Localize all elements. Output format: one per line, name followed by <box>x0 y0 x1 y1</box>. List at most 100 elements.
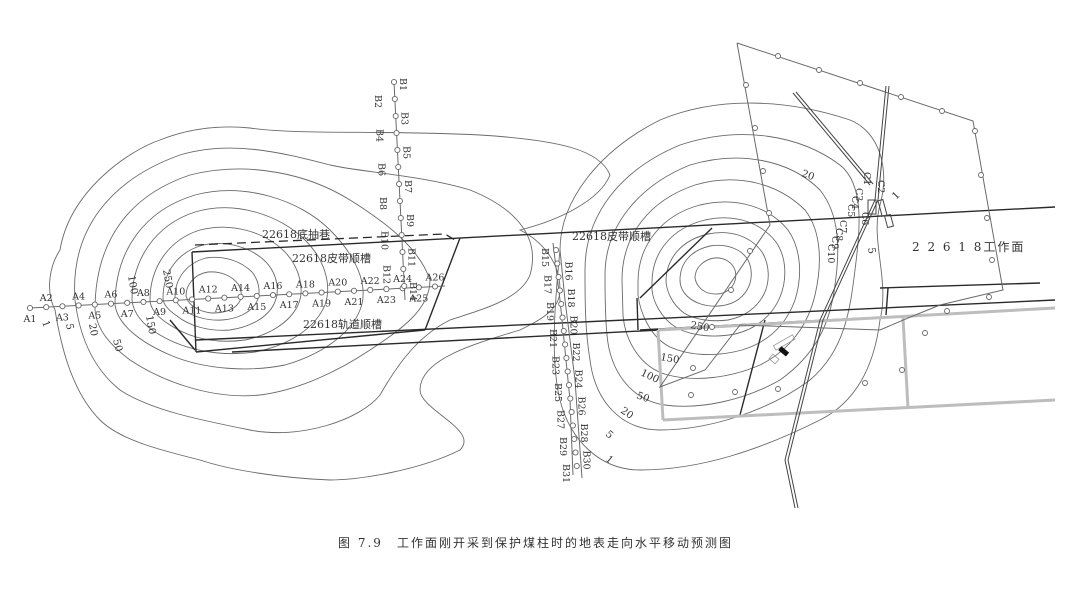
survey-point-label: B2 <box>372 95 383 108</box>
survey-point-label: B21 <box>547 329 558 348</box>
contour-label: 1 <box>39 319 52 329</box>
survey-point <box>560 327 567 335</box>
survey-point <box>286 291 293 298</box>
survey-point-label: B3 <box>399 112 410 125</box>
railway-diagonal-a <box>792 92 871 186</box>
survey-point <box>91 301 98 308</box>
survey-point <box>401 282 408 290</box>
survey-point-label: B25 <box>552 383 563 402</box>
diag-line-left <box>169 319 196 351</box>
contour-250-right <box>679 244 752 307</box>
survey-point-label: B1 <box>397 78 408 91</box>
survey-point <box>383 286 390 293</box>
survey-point <box>972 128 978 134</box>
survey-point-label: C8 <box>833 228 844 241</box>
bottom-drainage-label: 22618底抽巷 <box>262 227 330 241</box>
right-panel-roadways <box>636 227 1056 422</box>
survey-point <box>140 298 147 306</box>
survey-point <box>431 283 439 290</box>
survey-point-label: B31 <box>560 464 571 483</box>
survey-point <box>984 215 990 221</box>
contour-label: 150 <box>659 352 680 366</box>
right-survey-polygon <box>658 42 1004 398</box>
survey-point <box>269 292 277 299</box>
survey-point-label: B6 <box>375 163 386 176</box>
survey-point-label: A3 <box>55 312 69 323</box>
survey-point-label: A19 <box>311 299 331 310</box>
survey-point-label: B7 <box>402 180 413 193</box>
survey-point-label: B8 <box>377 197 388 210</box>
survey-line-b-lower-path <box>552 242 574 476</box>
survey-point <box>415 284 422 291</box>
c-station-box-3 <box>883 213 895 229</box>
survey-point <box>400 265 407 273</box>
figure-caption: 图 7.9 工作面刚开采到保护煤柱时的地表走向水平移动预测图 <box>338 536 733 550</box>
survey-point-label: A11 <box>182 305 202 316</box>
survey-point-label: A21 <box>344 297 364 308</box>
survey-point <box>552 246 560 254</box>
survey-point <box>732 389 738 395</box>
survey-point <box>572 449 579 456</box>
survey-point-label: C1 <box>861 172 872 185</box>
contour-label: 1 <box>603 454 615 467</box>
right-contour-set <box>553 102 885 471</box>
survey-point-label: B30 <box>581 451 592 470</box>
survey-point <box>944 308 950 314</box>
building-filled <box>778 346 790 357</box>
railways <box>784 85 890 509</box>
survey-point <box>760 168 766 174</box>
building-symbols <box>768 198 895 365</box>
survey-point <box>556 287 563 294</box>
survey-line-b-lower-path-2 <box>559 249 583 479</box>
belt-roadway-upper-line <box>191 206 1056 253</box>
belt-roadway-right-label: 22618皮带顺槽 <box>572 230 651 243</box>
contour-5-left <box>74 147 533 434</box>
survey-point <box>107 300 115 307</box>
survey-point <box>688 392 694 398</box>
survey-point <box>396 180 403 188</box>
survey-point-label: C7 <box>837 220 848 233</box>
survey-point <box>237 293 244 300</box>
survey-point-label: C6 <box>859 212 870 225</box>
contour-50-right <box>621 179 820 379</box>
survey-point <box>978 172 984 178</box>
survey-point <box>775 386 781 392</box>
survey-point <box>709 324 715 330</box>
survey-point-label: A9 <box>152 307 166 318</box>
survey-point-label: B22 <box>570 343 581 362</box>
survey-point-label: A23 <box>376 295 396 306</box>
survey-point <box>397 214 404 222</box>
survey-point <box>558 300 565 308</box>
survey-point-label: B14 <box>407 282 418 301</box>
survey-point-label: A25 <box>408 293 428 304</box>
survey-point <box>391 95 398 103</box>
survey-point <box>816 67 822 73</box>
survey-point <box>302 290 309 297</box>
survey-point-label: B9 <box>404 214 415 227</box>
panel-right-edge <box>424 237 461 331</box>
survey-point <box>922 330 928 336</box>
contour-label: 20 <box>86 323 99 337</box>
survey-point <box>555 273 562 281</box>
contour-label: 1 <box>890 190 902 202</box>
survey-point-label: A22 <box>360 276 380 287</box>
survey-point-label: B15 <box>539 248 550 267</box>
survey-point-label: B12 <box>380 265 391 284</box>
survey-point <box>690 365 696 371</box>
survey-point <box>43 304 50 311</box>
contour-label: 20 <box>800 168 816 183</box>
survey-point-label: A7 <box>120 309 134 320</box>
survey-point-label: B27 <box>555 410 566 429</box>
survey-point <box>569 422 576 429</box>
survey-point-label: B26 <box>575 397 586 416</box>
track-roadway-label: 22618轨道顺槽 <box>303 317 382 331</box>
contour-label: 5 <box>603 429 615 442</box>
survey-point-label: A5 <box>87 311 101 322</box>
contour-150-left <box>149 226 302 342</box>
survey-point <box>766 210 772 216</box>
contour-label: 250 <box>689 320 710 334</box>
right-panel-rect-left <box>636 297 639 331</box>
survey-point <box>752 125 758 131</box>
